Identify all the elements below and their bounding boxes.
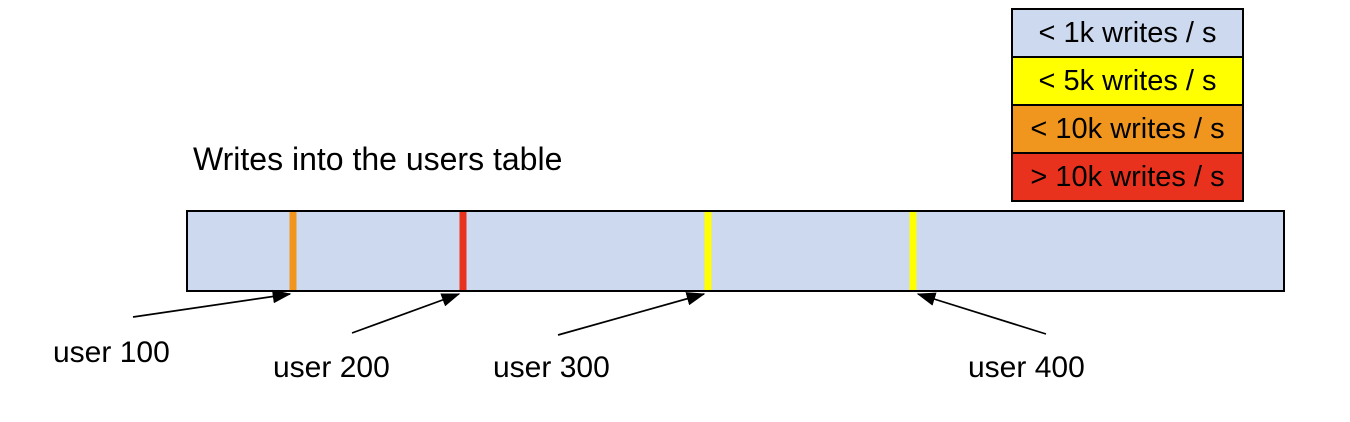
user-label-200: user 200 bbox=[273, 351, 390, 384]
arrow-line bbox=[916, 292, 1047, 335]
legend-item-label: < 5k writes / s bbox=[1038, 64, 1217, 97]
hotspot-marker-user-300 bbox=[704, 212, 712, 290]
arrow-line bbox=[132, 289, 292, 318]
legend-item-label: < 10k writes / s bbox=[1030, 112, 1225, 145]
arrow-line bbox=[351, 293, 461, 334]
legend-item-label: < 1k writes / s bbox=[1038, 16, 1217, 49]
arrow-line bbox=[557, 292, 706, 336]
legend-item-lt-5k: < 5k writes / s bbox=[1013, 58, 1242, 106]
users-table-bar bbox=[186, 210, 1285, 292]
write-rate-legend: < 1k writes / s < 5k writes / s < 10k wr… bbox=[1011, 8, 1244, 202]
hotspot-marker-user-200 bbox=[459, 212, 467, 290]
legend-item-lt-1k: < 1k writes / s bbox=[1013, 10, 1242, 58]
user-label-400: user 400 bbox=[968, 351, 1085, 384]
user-label-100: user 100 bbox=[53, 336, 170, 369]
legend-item-lt-10k: < 10k writes / s bbox=[1013, 106, 1242, 154]
legend-item-label: > 10k writes / s bbox=[1030, 160, 1225, 193]
hotspot-marker-user-400 bbox=[909, 212, 917, 290]
legend-item-gt-10k: > 10k writes / s bbox=[1013, 154, 1242, 200]
user-label-300: user 300 bbox=[493, 351, 610, 384]
hotspot-marker-user-100 bbox=[289, 212, 297, 290]
diagram-title: Writes into the users table bbox=[193, 141, 563, 177]
